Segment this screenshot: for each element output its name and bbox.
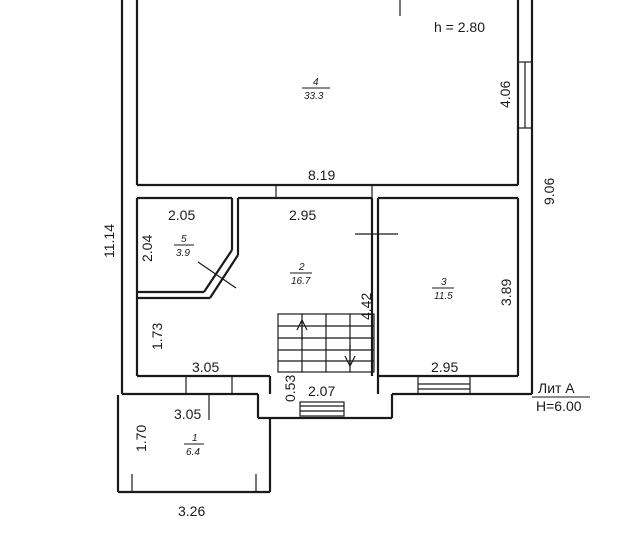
room-2-number: 2 [298,262,305,273]
room-label-1: 1 6.4 [184,433,204,458]
dim-total-right: 9.06 [541,178,557,205]
dim-total-left: 11.14 [101,224,117,258]
room-label-4: 4 33.3 [302,77,330,102]
room-3-area: 11.5 [434,291,453,302]
dim-left-low-width: 3.05 [192,359,219,375]
room-4-number: 4 [313,77,319,88]
dim-r4-width: 8.19 [308,167,335,183]
dim-r5-width: 2.05 [168,207,195,223]
room-2-area: 16.7 [291,276,311,287]
dim-r2-width: 2.95 [289,207,316,223]
dim-porch-width: 2.07 [308,383,335,399]
room-1-number: 1 [192,433,198,444]
dim-r1-height: 1.70 [133,425,149,452]
room-label-3: 3 11.5 [432,277,454,302]
room-4-area: 33.3 [304,91,324,102]
openings [185,0,532,420]
outer-walls [120,0,534,420]
room-label-2: 2 16.7 [290,262,312,287]
room-1-area: 6.4 [186,447,200,458]
dim-porch-height: 0.53 [282,375,298,402]
dim-r4-height: 4.06 [497,81,513,108]
dim-r3-width: 2.95 [431,359,458,375]
room-5-number: 5 [181,234,187,245]
dim-r5-height: 2.04 [139,235,155,262]
dim-r1-width: 3.05 [174,406,201,422]
dim-r3-height: 3.89 [498,279,514,306]
porch-steps [299,401,345,417]
room-3-number: 3 [441,277,447,288]
total-height-label: H=6.00 [536,398,582,414]
room-5-area: 3.9 [176,248,190,259]
dim-r1-bottom: 3.26 [178,503,205,519]
stairs [277,313,375,373]
height-note: h = 2.80 [434,19,485,35]
room-1-walls [116,395,272,494]
lit-label: Лит А [538,380,575,396]
dim-r2-height: 4.42 [358,293,374,320]
dim-left-low-height: 1.73 [149,323,165,350]
interior-walls [137,196,518,394]
room-label-5: 5 3.9 [174,234,194,259]
